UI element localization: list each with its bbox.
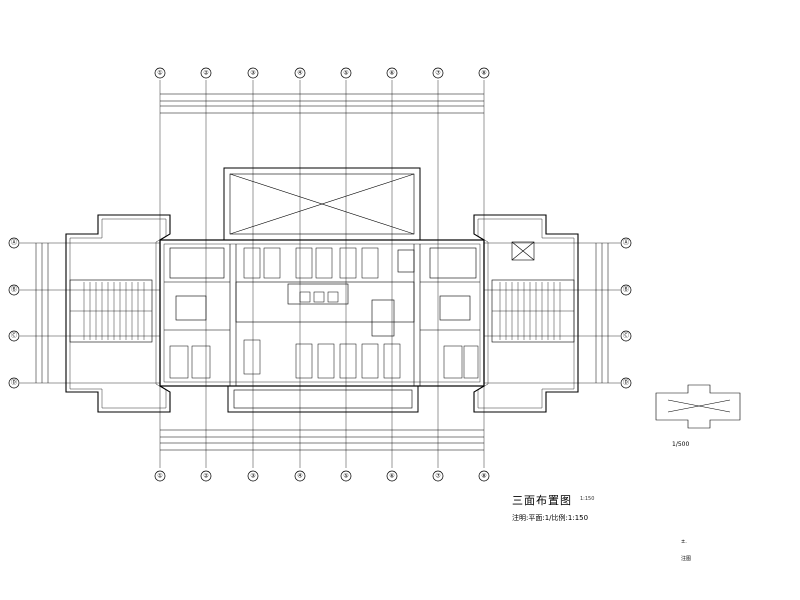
grid-row-label: Ⓒ [623,332,629,340]
grid-bubble [8,377,20,389]
key-plan [655,384,741,429]
grid-bubble [620,330,632,342]
grid-column-label: ⑧ [481,70,486,77]
grid-column-label: ⑤ [343,70,348,77]
grid-column-label: ⑦ [435,70,441,77]
grid-column-label: ④ [297,70,302,77]
grid-bubble [294,67,306,79]
grid-bubble [432,470,444,482]
grid-bubble [200,67,212,79]
grid-column-label: ③ [250,70,255,77]
grid-bubble [8,237,20,249]
grid-bubble [620,237,632,249]
grid-row-label: Ⓒ [11,332,17,340]
grid-column-label: ① [157,70,162,77]
drawing-note: 注明:平面:1/比例:1:150 [512,514,589,522]
grid-column-label: ⑦ [435,473,441,480]
grid-column-label: ② [203,473,209,480]
grid-bubble [386,470,398,482]
grid-row-label: Ⓐ [623,239,629,247]
grid-row-label: Ⓐ [11,239,17,247]
grid-bubble [620,284,632,296]
grid-row-label: Ⓓ [11,379,17,387]
grid-column-label: ⑧ [481,473,486,480]
drawing-scale: 1:150 [580,496,595,502]
legend-mark: ±. [681,539,687,545]
grid-column-label: ④ [297,473,302,480]
drawing-title: 三面布置图 [512,494,572,507]
grid-row-label: Ⓑ [11,286,17,294]
grid-bubble [340,470,352,482]
grid-bubble [386,67,398,79]
grid-bubble [294,470,306,482]
grid-column-label: ① [157,473,162,480]
grid-bubble [478,470,490,482]
grid-bubble [247,67,259,79]
grid-column-label: ⑤ [343,473,348,480]
grid-bubble [620,377,632,389]
grid-bubble [200,470,212,482]
grid-bubble [154,67,166,79]
grid-column-label: ② [203,70,209,77]
grid-bubble [432,67,444,79]
grid-column-label: ⑥ [389,70,394,77]
grid-bubble [154,470,166,482]
grid-column-label: ③ [250,473,255,480]
grid-bubble [478,67,490,79]
key-plan-scale: 1/500 [672,441,690,448]
grid-column-label: ⑥ [389,473,394,480]
grid-bubble [247,470,259,482]
grid-bubble [340,67,352,79]
grid-row-label: Ⓑ [623,286,629,294]
legend-label: 注图 [681,556,692,562]
grid-bubble [8,284,20,296]
grid-bubble [8,330,20,342]
grid-row-label: Ⓓ [623,379,629,387]
